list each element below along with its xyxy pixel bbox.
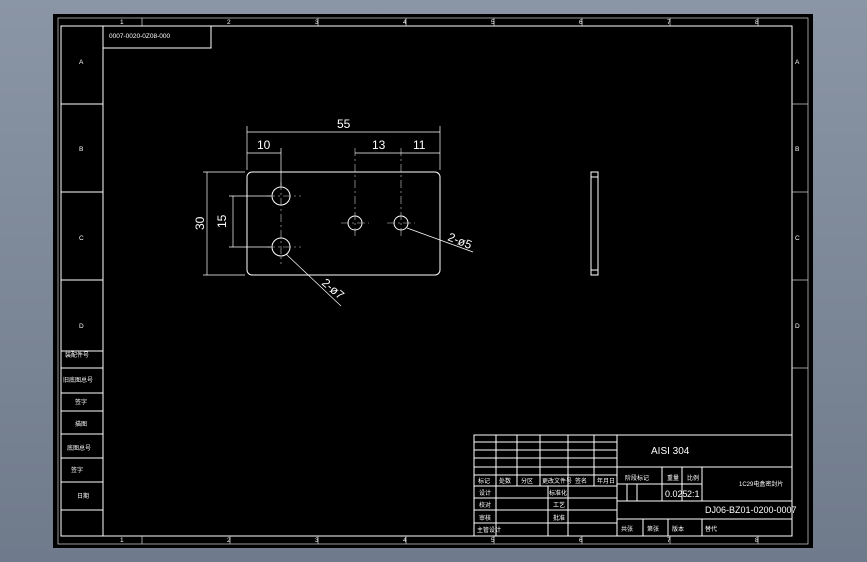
col-label-top-6: 6	[579, 19, 583, 26]
inner-frame	[60, 25, 793, 537]
left-label-1: 装配件号	[65, 351, 89, 359]
row-label-right-a: A	[795, 59, 800, 66]
sheet-number: 第张	[647, 525, 659, 533]
drawing-sheet: 1 2 3 4 5 6 7 8 1 2 3 4 5 6 7 8 A B C D …	[53, 14, 813, 548]
dim-hole-vspacing: 15	[215, 214, 229, 228]
role-chief: 主管设计	[477, 526, 501, 534]
col-label-top-7: 7	[667, 19, 671, 26]
col-label-bottom-3: 3	[315, 537, 319, 544]
dim-hole-spacing: 13	[372, 138, 386, 152]
outer-frame	[57, 17, 809, 545]
left-label-5: 底图总号	[67, 444, 91, 452]
dimensions: 55 10 13 11 30 15 2-ø5 2-ø7	[193, 117, 474, 307]
rev-header-zone: 分区	[521, 477, 533, 485]
col-label-bottom-1: 1	[120, 537, 124, 544]
left-label-7: 日期	[77, 492, 89, 500]
role-review: 审核	[479, 514, 491, 522]
col-label-bottom-6: 6	[579, 537, 583, 544]
left-approval-table: 装配件号 旧底图总号 签字 描图 底图总号 签字 日期	[61, 350, 103, 511]
dim-right-offset: 11	[413, 138, 426, 152]
stage-header: 阶段标记	[625, 474, 649, 482]
scale-header: 比例	[687, 474, 699, 482]
dim-overall: 55	[337, 117, 351, 131]
row-label-right-c: C	[795, 235, 800, 242]
dim-small-holes: 2-ø5	[446, 230, 474, 252]
left-label-2: 旧底图总号	[63, 376, 93, 384]
col-label-bottom-2: 2	[227, 537, 231, 544]
cad-drawing: 1 2 3 4 5 6 7 8 1 2 3 4 5 6 7 8 A B C D …	[57, 17, 809, 545]
col-label-top-1: 1	[120, 19, 124, 26]
left-label-4: 描图	[75, 420, 87, 428]
left-label-3: 签字	[75, 398, 87, 406]
dim-left-offset: 10	[257, 138, 271, 152]
col-label-top-4: 4	[403, 19, 407, 26]
scale: 2:1	[687, 489, 700, 499]
col-label-top-8: 8	[755, 19, 759, 26]
role-process: 工艺	[553, 501, 565, 509]
row-label-c: C	[79, 235, 84, 242]
role-standard: 标准化	[549, 489, 567, 497]
weight-header: 重量	[667, 474, 679, 482]
row-label-b: B	[79, 146, 83, 153]
row-label-d: D	[79, 323, 84, 330]
top-left-code: 0007-0020-0Z08-000	[109, 33, 170, 40]
rev-header-date: 年月日	[597, 477, 615, 485]
part-side-view	[590, 171, 599, 276]
rev-header-mark: 标记	[478, 477, 490, 485]
dim-height: 30	[193, 216, 207, 230]
col-label-bottom-5: 5	[491, 537, 495, 544]
col-label-top-3: 3	[315, 19, 319, 26]
version: 版本	[672, 525, 684, 533]
code-box	[102, 25, 212, 49]
drawing-number: DJ06-BZ01-0200-0007	[705, 505, 797, 515]
row-label-a: A	[79, 59, 84, 66]
role-approve: 批准	[553, 514, 565, 522]
title-block	[473, 434, 793, 537]
replaces: 替代	[705, 525, 717, 533]
col-label-top-5: 5	[491, 19, 495, 26]
sheets-total: 共张	[621, 525, 633, 533]
part-front-view	[246, 148, 441, 276]
part-name: 1C29电盒密封片	[739, 480, 783, 488]
plate-outline	[246, 171, 441, 276]
role-check: 校对	[479, 501, 491, 509]
left-label-6: 签字	[71, 466, 83, 474]
zone-ticks	[141, 18, 808, 544]
rev-header-file: 更改文件号	[542, 477, 572, 485]
rev-header-sign: 签名	[575, 477, 587, 485]
row-label-right-b: B	[795, 146, 799, 153]
col-label-bottom-7: 7	[667, 537, 671, 544]
col-label-top-2: 2	[227, 19, 231, 26]
rev-header-count: 处数	[499, 477, 511, 485]
role-design: 设计	[479, 489, 491, 497]
col-label-bottom-4: 4	[403, 537, 407, 544]
col-label-bottom-8: 8	[755, 537, 759, 544]
material: AISI 304	[651, 446, 690, 457]
row-label-right-d: D	[795, 323, 800, 330]
weight: 0.025	[665, 489, 688, 499]
